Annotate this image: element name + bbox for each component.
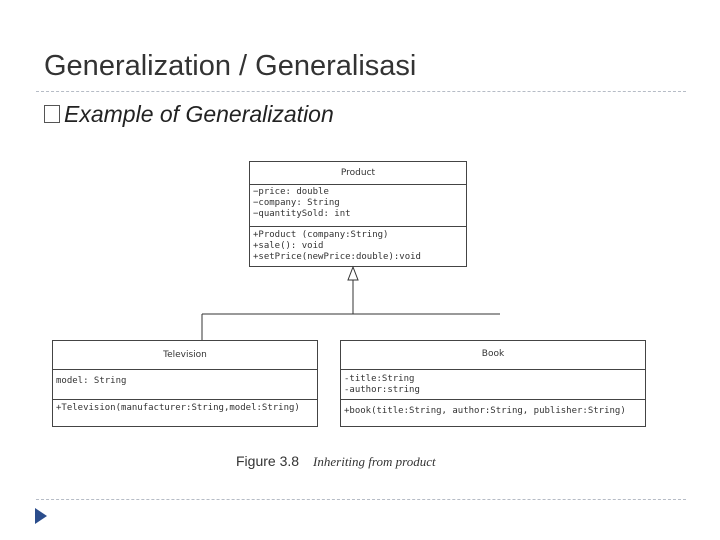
attributes-book: -title:String -author:string — [341, 369, 645, 399]
operation: +book(title:String, author:String, publi… — [344, 406, 626, 416]
operations-television: +Television(manufacturer:String,model:St… — [53, 399, 317, 414]
square-bullet-icon — [44, 105, 60, 123]
operation: +Television(manufacturer:String,model:St… — [56, 403, 300, 413]
attributes-product: −price: double −company: String −quantit… — [250, 184, 466, 226]
footer-divider — [36, 499, 686, 500]
slide-title: Generalization / Generalisasi — [44, 50, 417, 82]
attribute: −quantitySold: int — [253, 209, 351, 219]
inheritance-arrowhead-icon — [347, 265, 359, 281]
class-name-product: Product — [340, 168, 376, 178]
uml-class-book: Book -title:String -author:string +book(… — [340, 340, 646, 427]
operation: +setPrice(newPrice:double):void — [253, 252, 421, 262]
triangle-arrow-icon[interactable] — [35, 508, 47, 524]
figure-caption-text: Inheriting from product — [313, 454, 436, 469]
figure-caption: Figure 3.8 Inheriting from product — [236, 453, 436, 471]
uml-class-product: Product −price: double −company: String … — [249, 161, 467, 267]
bullet-item: Example of Generalization — [44, 101, 334, 128]
title-divider — [36, 91, 686, 92]
operations-product: +Product (company:String) +sale(): void … — [250, 226, 466, 263]
operation: +sale(): void — [253, 241, 324, 251]
attribute: −price: double — [253, 187, 329, 197]
attribute: -title:String — [344, 374, 415, 384]
operation: +Product (company:String) — [253, 230, 389, 240]
uml-class-television: Television model: String +Television(man… — [52, 340, 318, 427]
figure-label: Figure 3.8 — [236, 453, 300, 469]
operations-book: +book(title:String, author:String, publi… — [341, 399, 645, 417]
class-name-book: Book — [481, 349, 505, 359]
attribute: model: String — [56, 376, 127, 386]
attribute: -author:string — [344, 385, 420, 395]
bullet-text: Example of Generalization — [64, 101, 334, 127]
attributes-television: model: String — [53, 369, 317, 399]
class-name-television: Television — [163, 350, 207, 360]
attribute: −company: String — [253, 198, 340, 208]
